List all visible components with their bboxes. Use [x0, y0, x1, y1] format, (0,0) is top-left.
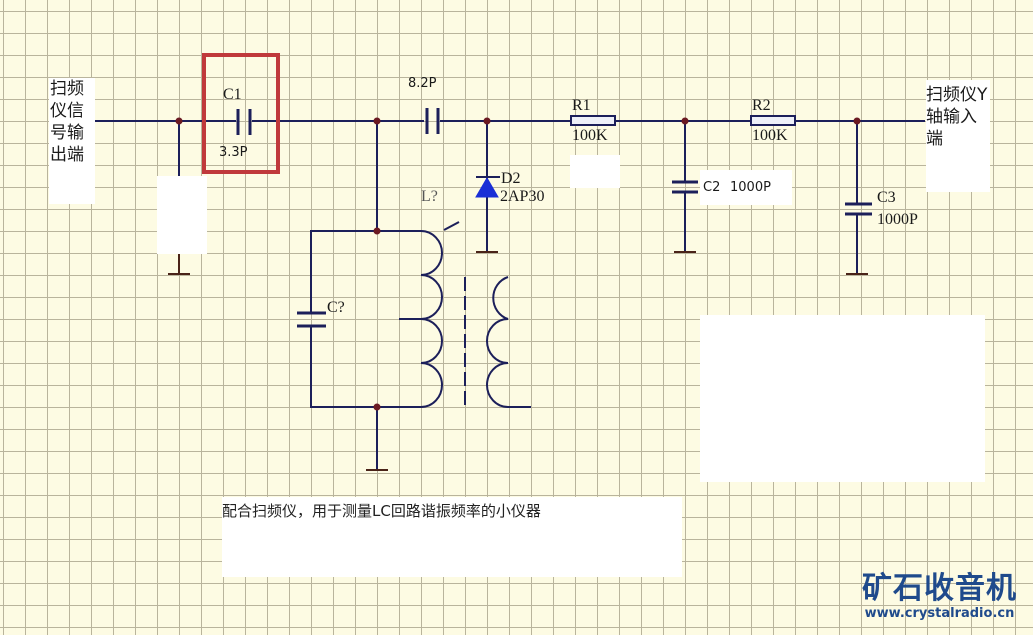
junction-dot — [681, 117, 689, 125]
junction-dot — [175, 117, 183, 125]
c-coupling-value: 8.2P — [408, 76, 437, 91]
blank-patch-input-label — [49, 78, 95, 204]
c3-value: 1000P — [877, 211, 918, 228]
input-terminal-label: 扫频仪信号输出端 — [50, 79, 84, 165]
coil-tap-arrow — [443, 221, 460, 231]
r1-body — [570, 115, 616, 126]
diagram-caption: 配合扫频仪，用于测量LC回路谐振频率的小仪器 — [222, 502, 541, 520]
watermark-name: 矿石收音机 — [862, 571, 1017, 606]
r1-value: 100K — [572, 127, 608, 144]
junction-dot — [853, 117, 861, 125]
c1-value: 3.3P — [219, 145, 248, 160]
d2-diode-icon — [475, 177, 499, 198]
c-tank-ref: C? — [327, 299, 345, 316]
secondary-coil — [486, 276, 509, 408]
d2-value: 2AP30 — [500, 188, 545, 205]
watermark-url: www.crystalradio.cn — [864, 606, 1015, 621]
caption-background — [222, 497, 682, 577]
c1-ref: C1 — [223, 86, 242, 103]
blank-patch-right — [700, 315, 985, 482]
d2-ref: D2 — [501, 170, 521, 187]
junction-dot — [373, 117, 381, 125]
blank-patch-c2 — [700, 170, 792, 205]
c1-highlight-box — [202, 53, 280, 174]
l-ref: L? — [421, 188, 438, 205]
r1-ref: R1 — [572, 97, 591, 114]
wire-tank-loop-bottom — [310, 326, 421, 408]
watermark-logo: 矿石收音机 www.crystalradio.cn — [862, 571, 1017, 622]
primary-coil — [420, 230, 443, 408]
output-terminal-label: 扫频仪Y轴输入端 — [926, 85, 988, 149]
wire-tank-loop — [310, 230, 421, 313]
c2-value: 1000P — [730, 180, 771, 195]
c3-ref: C3 — [877, 189, 896, 206]
blank-patch-r1 — [570, 155, 620, 188]
junction-dot — [373, 403, 381, 411]
blank-patch-left-shunt — [157, 176, 207, 254]
c2-ref: C2 — [703, 180, 721, 195]
r2-value: 100K — [752, 127, 788, 144]
r2-body — [750, 115, 796, 126]
r2-ref: R2 — [752, 97, 771, 114]
junction-dot — [483, 117, 491, 125]
blank-patch-output-label — [926, 80, 990, 192]
junction-dot — [373, 227, 381, 235]
